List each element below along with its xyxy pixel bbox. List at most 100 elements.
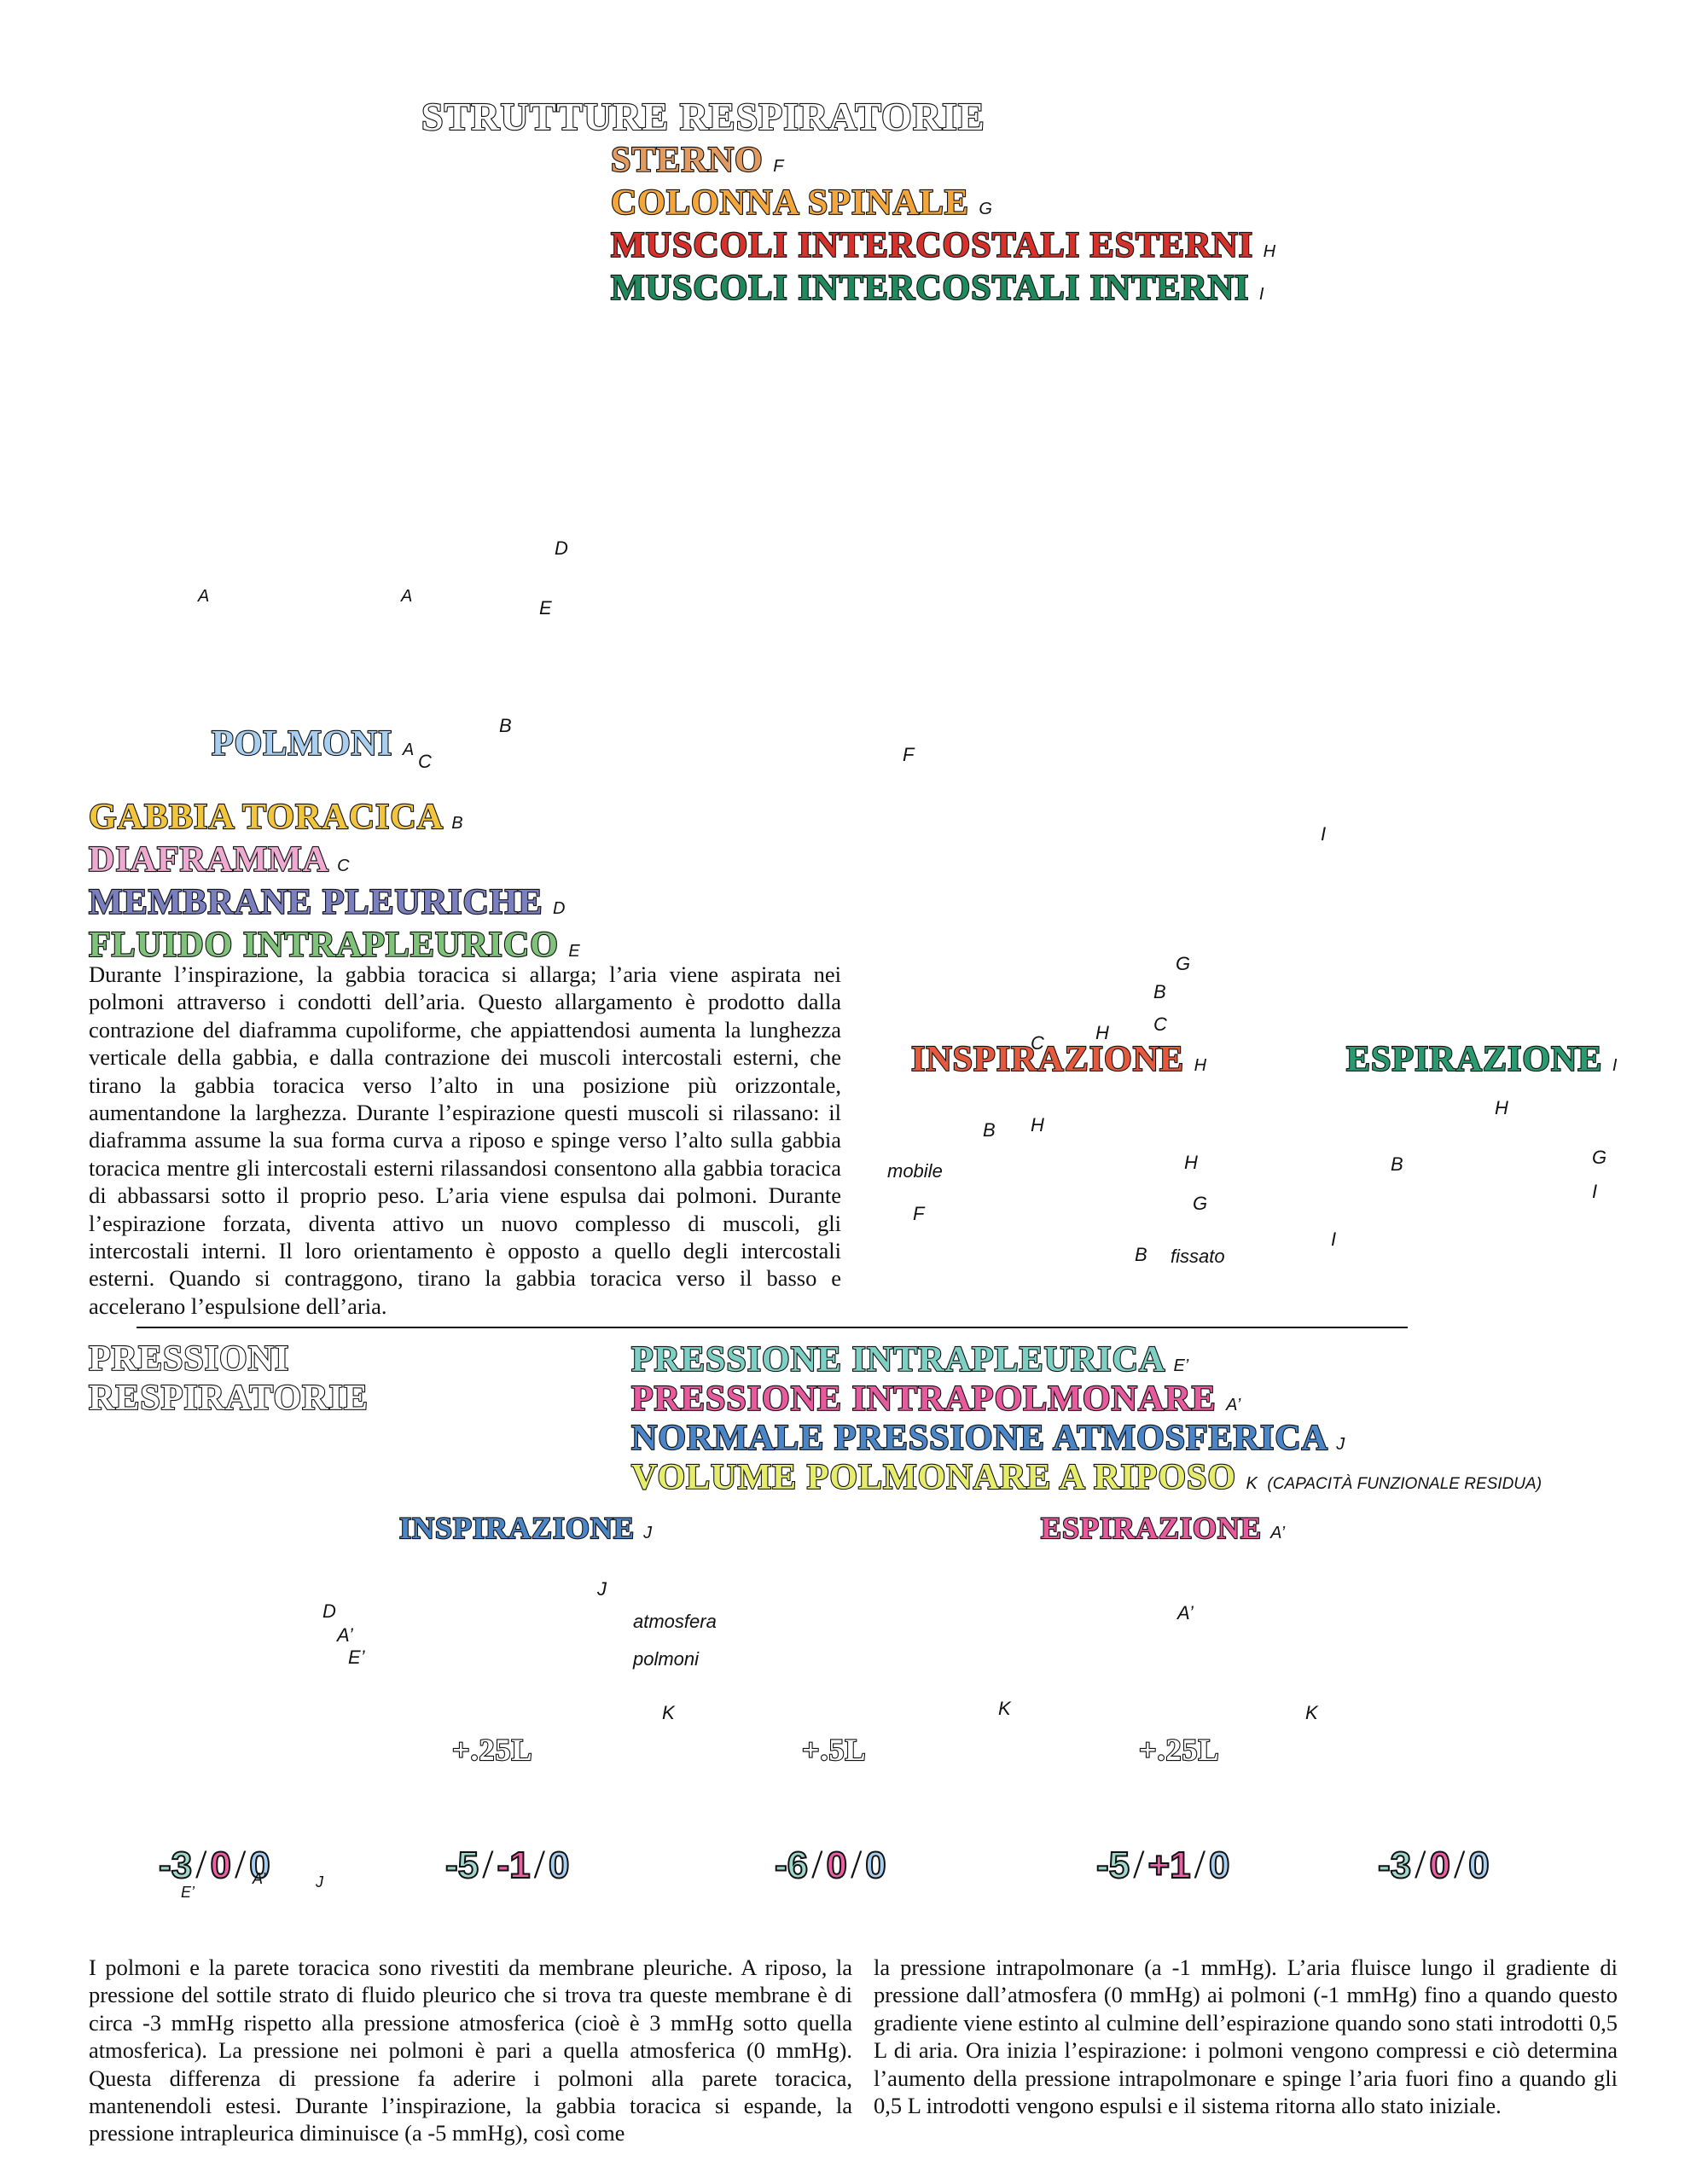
label-F-insp: F bbox=[903, 744, 915, 765]
pressures-paragraph-left: I polmoni e la parete toracica sono rive… bbox=[89, 1955, 852, 2146]
legend-intrapleural: PRESSIONE INTRAPLEURICA E’ bbox=[630, 1339, 1189, 1380]
rib bbox=[1377, 781, 1609, 834]
structures-legend: STERNO F COLONNA SPINALE G MUSCOLI INTER… bbox=[610, 140, 1276, 311]
volume-stage-2: +.25L bbox=[451, 1732, 533, 1768]
exhale-arrow bbox=[1145, 1525, 1235, 1640]
label-I-esp-model: I bbox=[1592, 1181, 1598, 1202]
inhale-arrow bbox=[458, 1560, 549, 1678]
left-legend: GABBIA TORACICA B DIAFRAMMA C MEMBRANE P… bbox=[88, 797, 580, 967]
label-B-esp-model: B bbox=[1391, 1153, 1403, 1175]
label-C2-insp: C bbox=[1031, 1032, 1044, 1054]
legend-resting-volume: VOLUME POLMONARE A RIPOSO K (CAPACITÀ FU… bbox=[630, 1457, 1542, 1498]
label-E-lungs: E bbox=[539, 597, 552, 619]
pressures-title: PRESSIONI RESPIRATORIE bbox=[88, 1339, 369, 1419]
label-J-pressure: J bbox=[597, 1578, 607, 1600]
legend-pleural-membranes: MEMBRANE PLEURICHE D bbox=[88, 882, 566, 923]
flow-arrow-stage-2 bbox=[477, 1901, 615, 1938]
stage-2 bbox=[357, 1560, 650, 1849]
rib bbox=[942, 909, 1191, 941]
stage-1 bbox=[96, 1598, 373, 1849]
label-D-lungs: D bbox=[555, 537, 568, 559]
lungs-title: POLMONI A bbox=[211, 723, 415, 764]
stage-4 bbox=[1043, 1525, 1337, 1849]
label-H2-model: H bbox=[1184, 1152, 1198, 1173]
section-divider bbox=[137, 1327, 1408, 1328]
label-K-stage2: K bbox=[662, 1702, 675, 1723]
pressure-expiration-title: ESPIRAZIONE A’ bbox=[1040, 1510, 1286, 1546]
atmosfera-label: atmosfera bbox=[633, 1611, 717, 1632]
rib bbox=[942, 814, 1191, 846]
label-C-insp: C bbox=[1153, 1014, 1167, 1035]
flow-arrow-stage-4 bbox=[1117, 1896, 1255, 1943]
intrapulmonary-value: 0 bbox=[209, 1844, 232, 1887]
pressure-values-stage-5: -3 / 0 / 0 bbox=[1377, 1842, 1490, 1887]
volume-stage-4: +.25L bbox=[1138, 1732, 1220, 1768]
label-A-right: A bbox=[401, 587, 413, 606]
polmoni-label: polmoni bbox=[633, 1648, 700, 1670]
stage-3 bbox=[672, 1564, 1008, 1857]
legend-atmospheric: NORMALE PRESSIONE ATMOSFERICA J bbox=[630, 1418, 1345, 1459]
label-A-left: A bbox=[198, 587, 210, 606]
label-Ap-row: A’ bbox=[253, 1870, 266, 1887]
pressure-values-stage-1: -3 / 0 / 0 bbox=[158, 1842, 271, 1887]
legend-internal-intercostals: MUSCOLI INTERCOSTALI INTERNI I bbox=[610, 268, 1264, 309]
label-J-row: J bbox=[316, 1873, 323, 1891]
label-B-model: B bbox=[983, 1119, 996, 1141]
stage-5 bbox=[1321, 1598, 1597, 1849]
right-lung bbox=[333, 416, 430, 693]
label-H-insp: H bbox=[1095, 1022, 1109, 1043]
pressure-values-stage-4: -5 / +1 / 0 bbox=[1095, 1842, 1230, 1887]
label-D-pressure: D bbox=[322, 1600, 336, 1622]
label-Ep-row: E’ bbox=[181, 1884, 195, 1901]
rib bbox=[1377, 723, 1609, 776]
legend-pleural-fluid: FLUIDO INTRAPLEURICO E bbox=[88, 925, 580, 966]
legend-external-intercostals: MUSCOLI INTERCOSTALI ESTERNI H bbox=[610, 225, 1276, 266]
inspiration-title: INSPIRAZIONE H bbox=[910, 1039, 1207, 1080]
legend-colonna: COLONNA SPINALE G bbox=[610, 183, 992, 224]
mobile-label: mobile bbox=[887, 1160, 943, 1182]
label-H-model: H bbox=[1031, 1114, 1044, 1136]
label-H-esp-model: H bbox=[1495, 1097, 1508, 1118]
pressure-values-stage-3: -6 / 0 / 0 bbox=[774, 1842, 887, 1887]
label-B2-model: B bbox=[1135, 1244, 1147, 1265]
rib bbox=[1377, 839, 1609, 892]
legend-diaphragm: DIAFRAMMA C bbox=[88, 839, 350, 880]
rib bbox=[942, 751, 1191, 783]
intrapleural-value: -3 bbox=[158, 1844, 193, 1887]
label-G-insp: G bbox=[1176, 953, 1191, 974]
flow-arrow-stage-3 bbox=[818, 1905, 922, 1934]
rib bbox=[942, 845, 1191, 878]
rib bbox=[942, 877, 1191, 909]
pressures-legend: PRESSIONE INTRAPLEURICA E’ PRESSIONE INT… bbox=[630, 1339, 1542, 1498]
label-B-insp: B bbox=[1153, 981, 1166, 1002]
volume-stage-3: +.5L bbox=[801, 1732, 867, 1768]
label-B-lungs: B bbox=[499, 715, 512, 736]
rib bbox=[1377, 752, 1609, 805]
rib bbox=[1377, 810, 1609, 863]
rib bbox=[942, 688, 1191, 720]
label-F-model: F bbox=[913, 1203, 925, 1224]
label-G-esp-model: G bbox=[1592, 1147, 1607, 1168]
label-K-stage3: K bbox=[998, 1698, 1011, 1719]
left-lung bbox=[167, 416, 270, 693]
rib bbox=[942, 719, 1191, 752]
structures-paragraph: Durante l’inspirazione, la gabbia toraci… bbox=[89, 961, 841, 1319]
label-I2-esp-model: I bbox=[1331, 1228, 1337, 1250]
label-C-lungs: C bbox=[418, 751, 432, 772]
label-Ap-pressure: A’ bbox=[337, 1624, 353, 1646]
flow-arrow-stage-1 bbox=[200, 1905, 329, 1934]
label-Ap-arrow: A’ bbox=[1177, 1602, 1194, 1623]
rib bbox=[1377, 984, 1609, 1037]
pressure-inspiration-title: INSPIRAZIONE J bbox=[398, 1510, 653, 1546]
structures-title: STRUTTURE RESPIRATORIE bbox=[421, 94, 985, 139]
label-Ep-pressure: E’ bbox=[348, 1647, 365, 1668]
label-I-esp: I bbox=[1321, 823, 1327, 845]
rib bbox=[942, 782, 1191, 815]
legend-sterno: STERNO F bbox=[610, 140, 784, 181]
label-G-model: G bbox=[1193, 1193, 1208, 1214]
legend-intrapulmonary: PRESSIONE INTRAPOLMONARE A’ bbox=[630, 1379, 1241, 1420]
label-K-stage4: K bbox=[1305, 1702, 1318, 1723]
flow-arrow-stage-5 bbox=[1403, 1905, 1528, 1934]
pressures-title-line2: RESPIRATORIE bbox=[88, 1378, 369, 1419]
legend-rib-cage: GABBIA TORACICA B bbox=[88, 797, 463, 838]
